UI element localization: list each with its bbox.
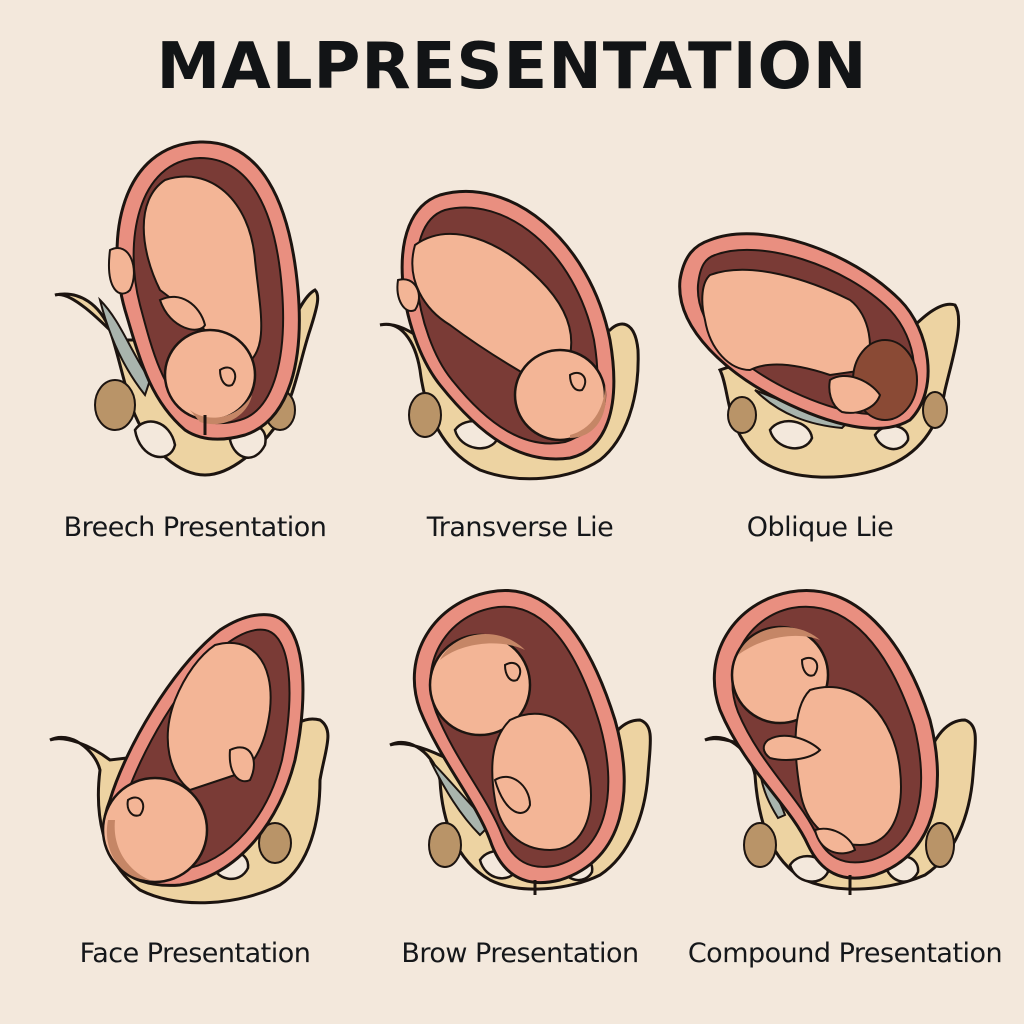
oblique-lie-illustration	[678, 232, 961, 479]
panel-compound-presentation	[690, 580, 990, 900]
label-face-presentation: Face Presentation	[79, 938, 311, 969]
label-transverse-lie: Transverse Lie	[426, 512, 614, 543]
panel-face-presentation	[40, 600, 340, 920]
breech-illustration	[54, 140, 320, 477]
panel-transverse-lie	[370, 180, 650, 490]
brow-presentation-illustration	[389, 589, 652, 895]
page-title: MALPRESENTATION	[156, 30, 868, 104]
panel-breech-presentation	[40, 130, 340, 490]
transverse-lie-illustration	[379, 189, 640, 481]
label-compound-presentation: Compound Presentation	[687, 938, 1003, 969]
panel-brow-presentation	[380, 580, 660, 900]
face-presentation-illustration	[49, 613, 330, 905]
label-oblique-lie: Oblique Lie	[746, 512, 894, 543]
panel-oblique-lie	[670, 220, 970, 490]
label-breech-presentation: Breech Presentation	[63, 512, 327, 543]
compound-presentation-illustration	[704, 589, 977, 895]
label-brow-presentation: Brow Presentation	[401, 938, 639, 969]
